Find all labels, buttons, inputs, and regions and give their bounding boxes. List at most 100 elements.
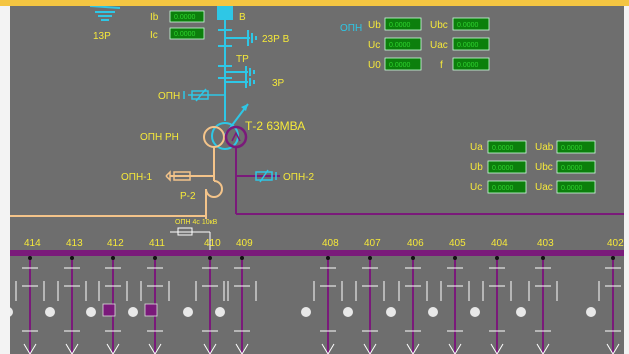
meter-ubc-right-value: 0.0000 xyxy=(561,165,583,172)
transformer-t2[interactable] xyxy=(203,122,248,150)
feeder-label: 407 xyxy=(364,238,381,249)
feeder-cell[interactable]: 405 xyxy=(428,238,470,354)
feeder-label: 406 xyxy=(407,238,424,249)
feeder-cell[interactable]: 412 xyxy=(86,238,128,354)
meter-ub-right xyxy=(487,160,527,174)
status-lamp-icon[interactable] xyxy=(386,307,396,317)
status-lamp-icon[interactable] xyxy=(45,307,55,317)
feeder-label: 413 xyxy=(66,238,83,249)
cable-end-icon xyxy=(490,343,504,354)
label-r2: Р-2 xyxy=(180,191,196,202)
label-b: В xyxy=(239,12,246,23)
meter-group-right: Ua 0.0000 Ub 0.0000 Uc 0.0000 Uab 0.0000… xyxy=(470,140,596,194)
breaker-b-icon[interactable] xyxy=(217,6,233,20)
cable-end-icon xyxy=(65,343,79,354)
feeder-label: 403 xyxy=(537,238,554,249)
disconnector-23r-icon[interactable] xyxy=(218,29,257,47)
meter-ic-value: 0.0000 xyxy=(174,31,196,38)
label-ic: Ic xyxy=(150,30,158,41)
feeder-cells: 414 413 412 411 410 409 408 407 406 405 404 403 402 xyxy=(10,238,624,354)
disconnector-dot-icon xyxy=(453,256,457,260)
feeder-label: 405 xyxy=(449,238,466,249)
label-ubc-top: Ubc xyxy=(430,20,448,31)
meter-ic xyxy=(169,27,205,40)
feeder-cell[interactable]: 411 xyxy=(128,238,170,354)
disconnector-dot-icon xyxy=(495,256,499,260)
cable-end-icon xyxy=(148,343,162,354)
status-lamp-icon[interactable] xyxy=(128,307,138,317)
feeder-label: 411 xyxy=(149,238,165,249)
surge-arrester-opn1-icon[interactable] xyxy=(165,170,191,182)
meter-ub-top-value: 0.0000 xyxy=(389,22,411,29)
status-lamp-icon[interactable] xyxy=(301,307,311,317)
status-square-icon[interactable] xyxy=(102,303,116,317)
cable-end-icon xyxy=(448,343,462,354)
status-lamp-icon[interactable] xyxy=(183,307,193,317)
status-lamp-icon[interactable] xyxy=(215,307,225,317)
disconnector-tr-icon[interactable] xyxy=(218,65,255,79)
status-lamp-icon[interactable] xyxy=(343,307,353,317)
feeder-cell[interactable]: 410 xyxy=(183,238,225,354)
feeder-cell[interactable]: 403 xyxy=(516,238,558,354)
status-lamp-icon[interactable] xyxy=(428,307,438,317)
meter-ua-right-value: 0.0000 xyxy=(492,145,514,152)
meter-uc-right-value: 0.0000 xyxy=(492,185,514,192)
disconnector-dot-icon xyxy=(208,256,212,260)
disconnector-dot-icon xyxy=(111,256,115,260)
feeder-cell[interactable]: 407 xyxy=(343,238,385,354)
surge-arrester-opn2-icon[interactable] xyxy=(255,169,277,183)
feeder-cell[interactable]: 414 xyxy=(10,238,45,354)
label-opn2: ОПН-2 xyxy=(283,172,315,183)
meter-uab-right xyxy=(556,140,596,154)
label-u0-top: U0 xyxy=(368,60,381,71)
feeder-cell[interactable]: 409 xyxy=(215,238,257,354)
status-lamp-icon[interactable] xyxy=(516,307,526,317)
feeder-cell[interactable]: 404 xyxy=(470,238,512,354)
meter-ib-value: 0.0000 xyxy=(174,14,196,21)
surge-arrester-opn-icon[interactable] xyxy=(183,88,225,102)
label-ua-right: Ua xyxy=(470,142,483,153)
feeder-cell[interactable]: 408 xyxy=(301,238,343,354)
cable-end-icon xyxy=(406,343,420,354)
meter-f-top xyxy=(452,57,490,71)
meter-uac-top-value: 0.0000 xyxy=(457,42,479,49)
feeder-label: 402 xyxy=(607,238,624,249)
cable-end-icon xyxy=(235,343,249,354)
feeder-cell[interactable]: 413 xyxy=(45,238,87,354)
meter-ubc-top xyxy=(452,17,490,31)
ground-3r-icon[interactable] xyxy=(225,76,255,88)
label-ib: Ib xyxy=(150,12,159,23)
meter-uac-right xyxy=(556,180,596,194)
disconnector-dot-icon xyxy=(411,256,415,260)
lv-orange-section xyxy=(10,147,223,219)
label-f-top: f xyxy=(440,60,443,71)
feeder-label: 412 xyxy=(107,238,124,249)
ground-switch-13r-icon[interactable] xyxy=(89,6,121,21)
label-ub-top: Ub xyxy=(368,20,381,31)
meter-ib xyxy=(169,10,205,23)
meter-ua-right xyxy=(487,140,527,154)
cable-end-icon xyxy=(23,343,37,354)
cable-end-icon xyxy=(606,343,620,354)
status-lamp-icon[interactable] xyxy=(470,307,480,317)
meter-f-top-value: 0.0000 xyxy=(457,62,479,69)
label-opn-top: ОПН xyxy=(158,91,180,102)
meter-ub-top xyxy=(384,17,422,31)
transformer-label: Т-2 63МВА xyxy=(245,119,305,133)
feeder-label: 409 xyxy=(236,238,253,249)
label-uac-top: Uac xyxy=(430,40,448,51)
meter-ubc-right xyxy=(556,160,596,174)
feeder-cell[interactable]: 402 xyxy=(586,238,624,354)
disconnector-dot-icon xyxy=(153,256,157,260)
status-lamp-icon[interactable] xyxy=(586,307,596,317)
meter-group-top: 0.0000 0.0000 ОПН Ub 0.0000 Uc 0.0000 U0… xyxy=(169,10,490,71)
feeder-cell[interactable]: 406 xyxy=(386,238,428,354)
cable-end-icon xyxy=(536,343,550,354)
status-square-icon[interactable] xyxy=(144,303,158,317)
feeder-label: 414 xyxy=(24,238,41,249)
label-3r: 3Р xyxy=(272,78,285,89)
feeder-label: 410 xyxy=(204,238,221,249)
status-lamp-icon[interactable] xyxy=(86,307,96,317)
disconnector-dot-icon xyxy=(240,256,244,260)
status-lamp-icon[interactable] xyxy=(10,307,13,317)
